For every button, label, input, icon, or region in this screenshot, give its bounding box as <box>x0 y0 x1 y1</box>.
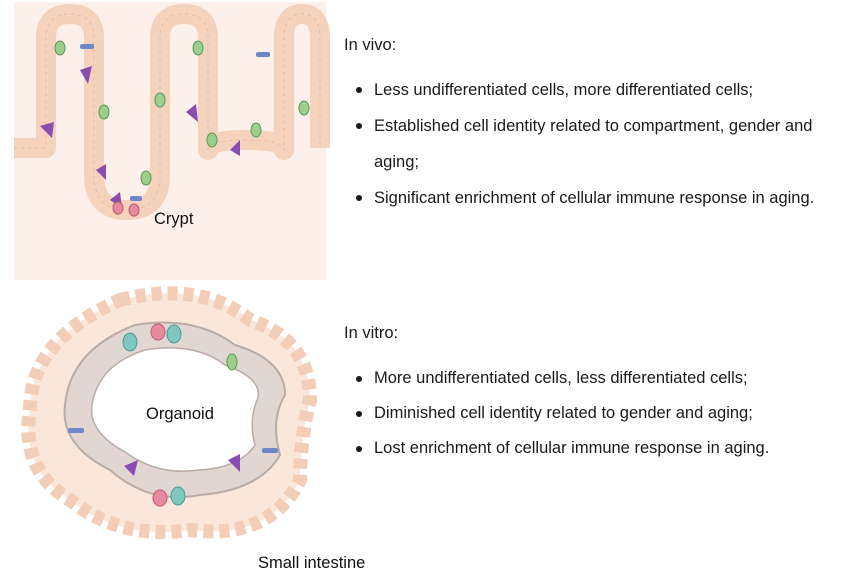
figure-caption: Small intestine <box>258 554 366 572</box>
in-vivo-bullets: Less undifferentiated cells, more differ… <box>344 72 844 216</box>
tuft-cells <box>80 44 270 201</box>
in-vivo-heading: In vivo: <box>344 36 397 54</box>
in-vitro-bullets: More undifferentiated cells, less differ… <box>344 361 844 466</box>
in-vivo-bullet-3: Significant enrichment of cellular immun… <box>344 180 844 216</box>
goblet-cells <box>54 40 310 186</box>
in-vitro-bullet-2: Diminished cell identity related to gend… <box>344 396 844 431</box>
organoid-tuft-cells <box>68 428 278 453</box>
epithelium-outline <box>14 13 321 211</box>
organoid-enteroendocrine-cells <box>124 454 240 476</box>
organoid-lumen <box>90 347 260 472</box>
stem-cells <box>122 324 186 506</box>
organoid-illustration <box>21 286 318 539</box>
in-vitro-heading: In vitro: <box>344 324 399 342</box>
paneth-cells <box>112 201 140 217</box>
organoid-goblet-cells <box>226 353 238 371</box>
organoid-label: Organoid <box>146 405 214 423</box>
organoid-paneth-cells <box>150 323 168 507</box>
crypt-label: Crypt <box>154 210 194 228</box>
in-vitro-bullet-1: More undifferentiated cells, less differ… <box>344 361 844 396</box>
enteroendocrine-cells <box>40 66 240 208</box>
in-vitro-bullet-3: Lost enrichment of cellular immune respo… <box>344 431 844 466</box>
in-vivo-bullet-2: Established cell identity related to com… <box>344 108 844 180</box>
in-vivo-bullet-1: Less undifferentiated cells, more differ… <box>344 72 844 108</box>
